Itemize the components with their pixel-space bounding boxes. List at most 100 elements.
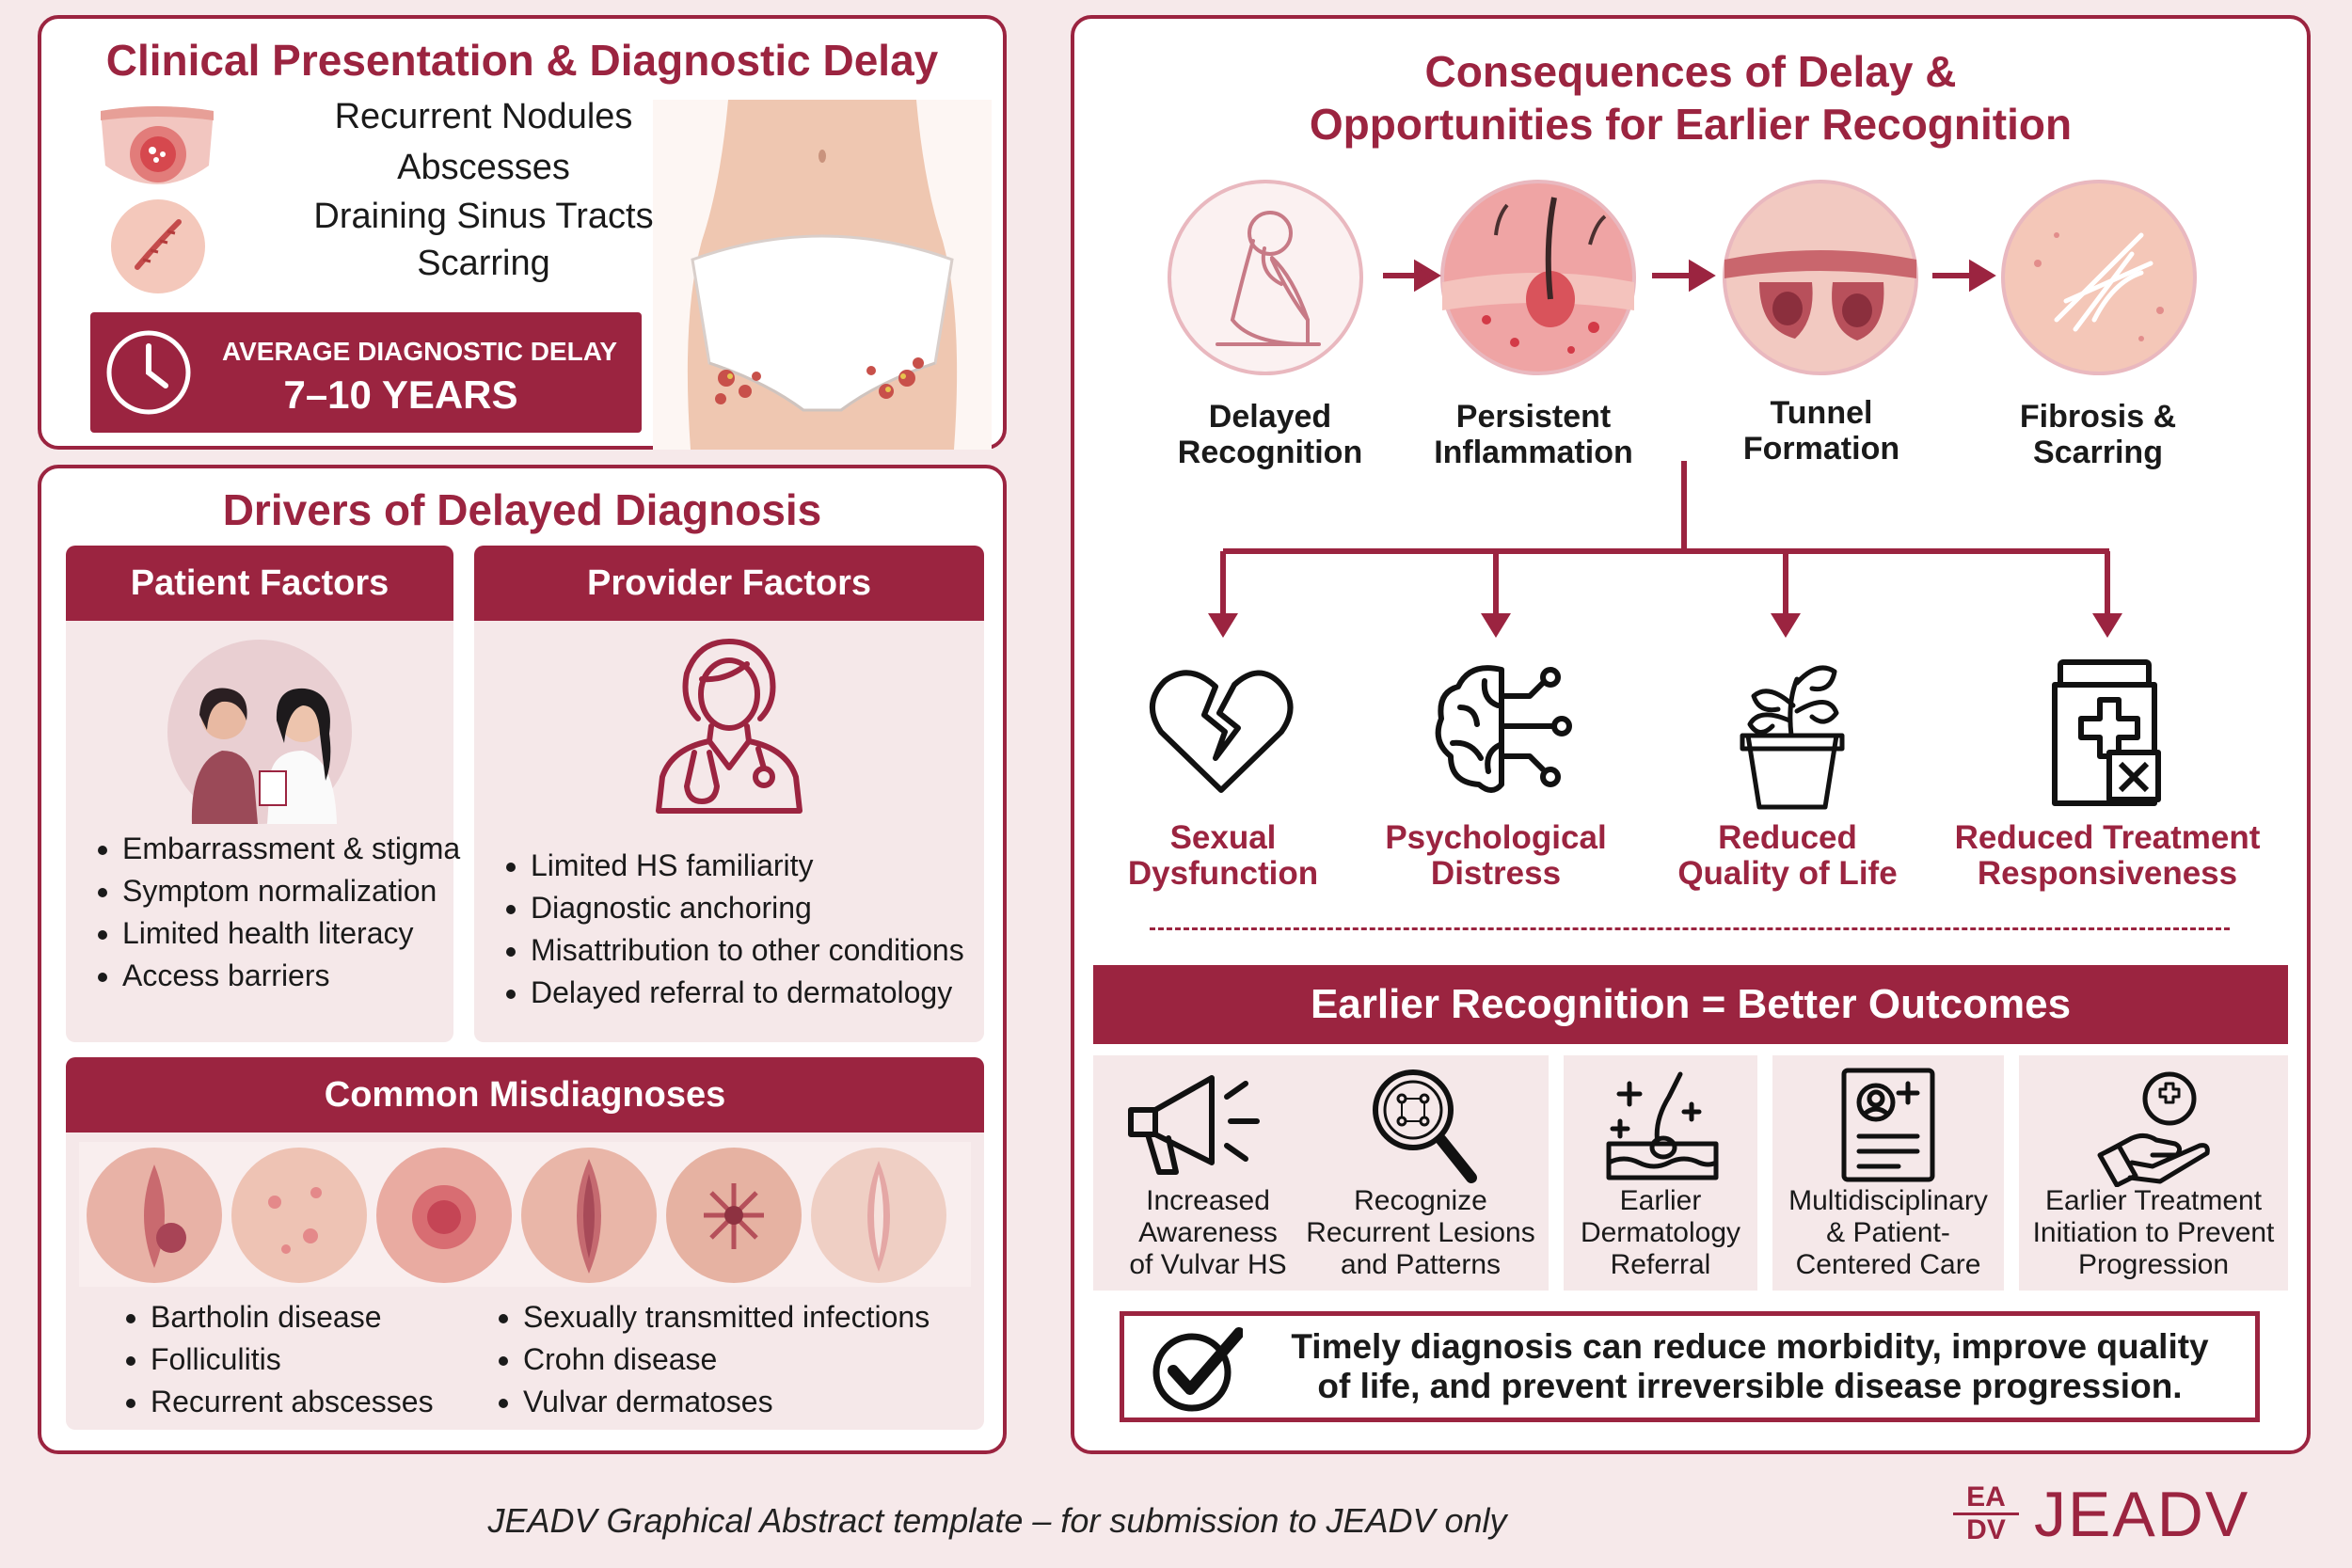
effect-label-3a: Reduced — [1718, 819, 1857, 856]
patient-factor-item: Symptom normalization — [122, 870, 470, 912]
stage-tunnel-formation-illustration — [1723, 180, 1918, 375]
provider-factor-item: Diagnostic anchoring — [531, 887, 1001, 929]
branch-connector — [1208, 461, 2122, 638]
outcome-line: Recurrent Lesions — [1306, 1217, 1535, 1248]
clinical-title: Clinical Presentation & Diagnostic Delay — [105, 36, 939, 85]
provider-factor-item: Delayed referral to dermatology — [531, 972, 1001, 1014]
stage-label-4a: Fibrosis & — [2019, 399, 2177, 435]
consequences-title-line2: Opportunities for Earlier Recognition — [1309, 100, 2073, 149]
effect-label-1b: Dysfunction — [1127, 855, 1319, 892]
scar-skin-icon — [111, 199, 205, 293]
stage-label-1b: Recognition — [1177, 435, 1363, 470]
outcome-line: Increased — [1146, 1185, 1270, 1216]
stage-label-2b: Inflammation — [1434, 435, 1633, 470]
patient-factors-card: Patient Factors Embarrassment & stigma S… — [66, 546, 460, 1042]
stage-label-3b: Formation — [1742, 431, 1900, 467]
stage-arrows — [1383, 259, 1996, 293]
hand-care-icon — [2097, 1071, 2210, 1187]
megaphone-icon — [1128, 1075, 1260, 1175]
outcome-line: Earlier Treatment — [2044, 1185, 2263, 1216]
broken-heart-icon — [1149, 670, 1294, 793]
checkmark-circle-icon — [1152, 1327, 1243, 1412]
nodule-skin-icon — [101, 106, 214, 184]
misdiagnoses-card: Bartholin disease Folliculitis Recurrent… — [66, 1132, 984, 1430]
medicine-jar-icon — [2052, 659, 2161, 806]
delay-label: AVERAGE DIAGNOSTIC DELAY — [221, 337, 618, 366]
effect-label-2b: Distress — [1430, 855, 1562, 892]
provider-factor-item: Limited HS familiarity — [531, 845, 1001, 887]
misdiagnosis-item: Vulvar dermatoses — [523, 1381, 993, 1423]
conclusion-line1: Timely diagnosis can reduce morbidity, i… — [1291, 1327, 2209, 1366]
drivers-panel: Drivers of Delayed Diagnosis Patient Fac… — [38, 465, 1007, 1454]
stage-label-1a: Delayed — [1208, 399, 1332, 435]
effect-label-4a: Reduced Treatment — [1954, 819, 2261, 856]
outcome-line: Earlier — [1619, 1185, 1702, 1216]
logo-mark: EA DV — [1953, 1482, 2019, 1546]
provider-factor-item: Misattribution to other conditions — [531, 929, 1001, 972]
brain-circuit-icon — [1435, 665, 1572, 793]
effect-label-2a: Psychological — [1385, 819, 1607, 856]
medical-record-icon — [1841, 1068, 1935, 1182]
patient-factor-item: Access barriers — [122, 955, 470, 997]
body-illustration — [653, 100, 992, 450]
outcome-text: Earlier Dermatology Referral — [1564, 1185, 1757, 1281]
outcome-line: and Patterns — [1340, 1249, 1502, 1280]
conclusion-line2: of life, and prevent irreversible diseas… — [1317, 1367, 2183, 1405]
effect-label-3b: Quality of Life — [1677, 855, 1898, 892]
provider-factors-card: Provider Factors Limited HS familiarity … — [474, 546, 984, 1042]
outcome-card-treatment: Earlier Treatment Initiation to Prevent … — [2019, 1055, 2288, 1291]
outcome-line: Awareness — [1138, 1217, 1278, 1248]
outcome-card-awareness: Increased Awareness of Vulvar HS — [1093, 1055, 1323, 1291]
wilted-plant-icon — [1740, 665, 1845, 810]
misdiagnosis-item: Bartholin disease — [151, 1296, 489, 1338]
footer-note: JEADV Graphical Abstract template – for … — [487, 1501, 1507, 1540]
symptom-nodules: Recurrent Nodules — [334, 97, 633, 136]
outcome-card-referral: Earlier Dermatology Referral — [1564, 1055, 1757, 1291]
provider-factors-title: Provider Factors — [474, 546, 984, 621]
clinical-panel: Clinical Presentation & Diagnostic Delay… — [38, 15, 1007, 450]
logo-mark-top: EA — [1953, 1482, 2019, 1515]
outcome-line: Progression — [2077, 1249, 2230, 1280]
misdiagnoses-title: Common Misdiagnoses — [66, 1057, 984, 1132]
outcome-text: Earlier Treatment Initiation to Prevent … — [2019, 1185, 2288, 1281]
effect-label-1a: Sexual — [1169, 819, 1277, 856]
stage-label-2a: Persistent — [1455, 399, 1612, 435]
outcome-text: Multidisciplinary & Patient- Centered Ca… — [1772, 1185, 2004, 1281]
misdiagnosis-item: Crohn disease — [523, 1338, 993, 1381]
stage-persistent-inflammation-illustration — [1440, 180, 1636, 375]
effect-label-4b: Responsiveness — [1977, 855, 2238, 892]
stage-delayed-recognition-illustration — [1168, 180, 1363, 375]
misdiagnosis-item: Sexually transmitted infections — [523, 1296, 993, 1338]
misdiagnosis-item: Folliculitis — [151, 1338, 489, 1381]
patient-factors-list: Embarrassment & stigma Symptom normaliza… — [90, 828, 470, 997]
outcome-card-multidisciplinary: Multidisciplinary & Patient- Centered Ca… — [1772, 1055, 2004, 1291]
symptom-scarring: Scarring — [417, 244, 550, 283]
consequences-title-line1: Consequences of Delay & — [1424, 47, 1957, 96]
outcome-line: & Patient- — [1826, 1217, 1950, 1248]
skin-follicle-icon — [1606, 1071, 1719, 1180]
misdiagnosis-item: Recurrent abscesses — [151, 1381, 489, 1423]
patient-doctor-illustration — [167, 640, 352, 824]
symptom-abscesses: Abscesses — [397, 148, 570, 187]
conclusion-box: Timely diagnosis can reduce morbidity, i… — [1120, 1311, 2260, 1422]
misdiagnoses-list-left: Bartholin disease Folliculitis Recurrent… — [119, 1296, 489, 1423]
outcome-line: Multidisciplinary — [1788, 1185, 1988, 1216]
outcome-line: Centered Care — [1795, 1249, 1981, 1280]
delay-value: 7–10 YEARS — [283, 372, 518, 417]
stage-fibrosis-illustration — [2001, 180, 2197, 375]
outcome-card-recognize: Recognize Recurrent Lesions and Patterns — [1293, 1055, 1549, 1291]
outcome-text: Recognize Recurrent Lesions and Patterns — [1293, 1185, 1549, 1281]
patient-factors-title: Patient Factors — [66, 546, 453, 621]
clock-icon — [106, 330, 191, 415]
stage-label-4b: Scarring — [2033, 435, 2163, 470]
symptom-sinus-tracts: Draining Sinus Tracts — [313, 197, 654, 236]
stage-label-3a: Tunnel — [1770, 395, 1873, 431]
outcome-line: of Vulvar HS — [1129, 1249, 1287, 1280]
outcome-line: Recognize — [1354, 1185, 1487, 1216]
logo-text: JEADV — [2034, 1479, 2250, 1550]
patient-factor-item: Embarrassment & stigma — [122, 828, 470, 870]
outcomes-banner: Earlier Recognition = Better Outcomes — [1093, 965, 2288, 1044]
drivers-title: Drivers of Delayed Diagnosis — [222, 485, 822, 534]
outcome-line: Dermatology — [1580, 1217, 1741, 1248]
patient-factor-item: Limited health literacy — [122, 912, 470, 955]
